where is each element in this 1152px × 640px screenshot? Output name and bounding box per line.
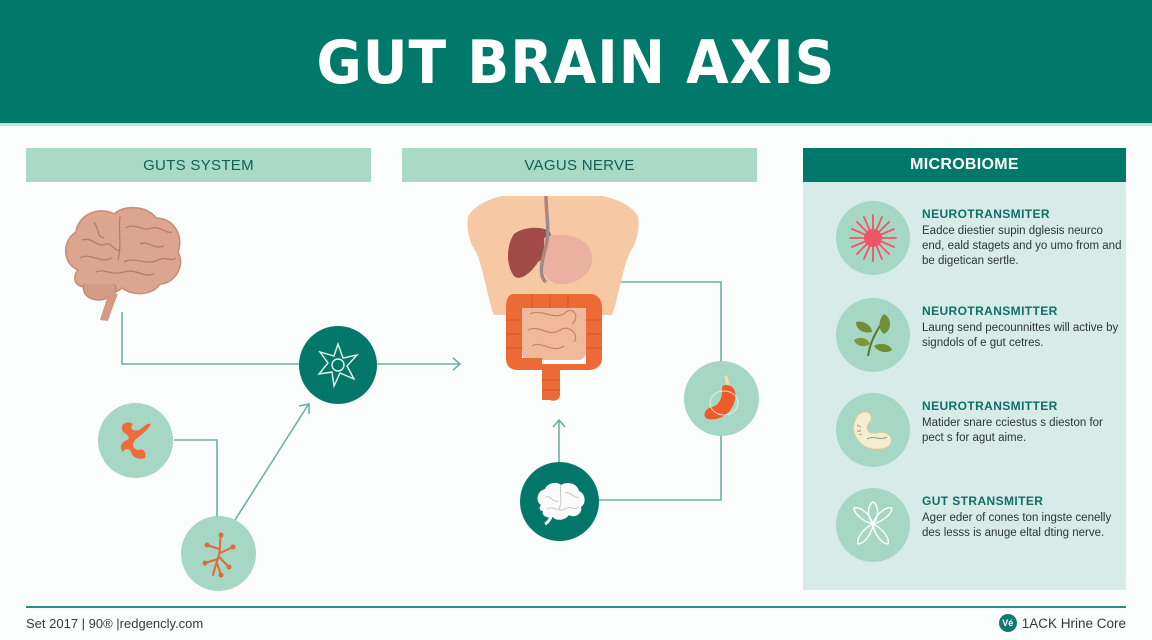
microbiome-item-title: NEUROTRANSMITTER bbox=[922, 304, 1058, 318]
digestive-system-icon bbox=[467, 195, 639, 401]
hub-node[interactable] bbox=[299, 326, 377, 404]
microbiome-item-desc: Matider snare cciestus s dieston for pec… bbox=[922, 417, 1103, 444]
microbiome-item: NEUROTRANSMITER Eadce diestier supin dgl… bbox=[803, 201, 1126, 281]
microbiome-item-desc: Laung send pecounnittes will active by s… bbox=[922, 322, 1119, 349]
footer-brand-text: 1ACK Hrine Core bbox=[1021, 615, 1126, 631]
microbiome-item-icon-circle bbox=[836, 201, 910, 275]
stomach-outline-icon bbox=[852, 411, 892, 450]
microbiome-item-icon-circle bbox=[836, 298, 910, 372]
star-neuron-icon bbox=[317, 341, 359, 389]
microbiome-item: NEUROTRANSMITTER Laung send pecounnittes… bbox=[803, 298, 1126, 378]
stomach-icon bbox=[704, 375, 738, 419]
microbiome-item-icon-circle bbox=[836, 393, 910, 467]
microbiome-item-title: GUT STRANSMITER bbox=[922, 494, 1044, 508]
microbiome-item-title: NEUROTRANSMITER bbox=[922, 207, 1050, 221]
section-header-microbiome: MICROBIOME bbox=[803, 148, 1126, 182]
microbiome-item: GUT STRANSMITER Ager eder of cones ton i… bbox=[803, 488, 1126, 568]
title-banner: GUT BRAIN AXIS bbox=[0, 0, 1152, 126]
section-header-guts-system: GUTS SYSTEM bbox=[26, 148, 371, 182]
brain-node[interactable] bbox=[520, 462, 599, 541]
microbiome-item-desc: Ager eder of cones ton ingste cenelly de… bbox=[922, 512, 1112, 539]
flower-outline-icon bbox=[853, 501, 893, 545]
gut-bacteria-node[interactable] bbox=[98, 403, 173, 478]
torso-illustration bbox=[462, 190, 644, 405]
microbiome-panel: MICROBIOME NEUROTRANSMITER Eadce diestie… bbox=[803, 148, 1126, 590]
microbiome-item-title: NEUROTRANSMITTER bbox=[922, 399, 1058, 413]
gut-bacteria-icon bbox=[120, 421, 151, 459]
section-header-vagus-nerve: VAGUS NERVE bbox=[402, 148, 757, 182]
microbiome-item-icon-circle bbox=[836, 488, 910, 562]
footer-brand: Vé 1ACK Hrine Core bbox=[998, 614, 1126, 632]
stomach-node[interactable] bbox=[684, 361, 759, 436]
page-title: GUT BRAIN AXIS bbox=[316, 27, 836, 98]
neuron-icon bbox=[202, 532, 235, 577]
microbiome-item: NEUROTRANSMITTER Matider snare cciestus … bbox=[803, 393, 1126, 473]
microbiome-item-desc: Eadce diestier supin dglesis neurco end,… bbox=[922, 225, 1122, 267]
brain-illustration bbox=[56, 200, 186, 325]
bacteria-burst-icon bbox=[849, 214, 897, 262]
footer-credit: Set 2017 | 90® |redgencly.com bbox=[26, 616, 204, 631]
brand-logo-icon: Vé bbox=[998, 614, 1017, 632]
neuron-node[interactable] bbox=[181, 516, 256, 591]
brain-icon bbox=[65, 206, 182, 321]
leaf-sprout-icon bbox=[854, 314, 892, 357]
footer-divider bbox=[26, 606, 1126, 608]
brain-outline-icon bbox=[537, 482, 585, 525]
